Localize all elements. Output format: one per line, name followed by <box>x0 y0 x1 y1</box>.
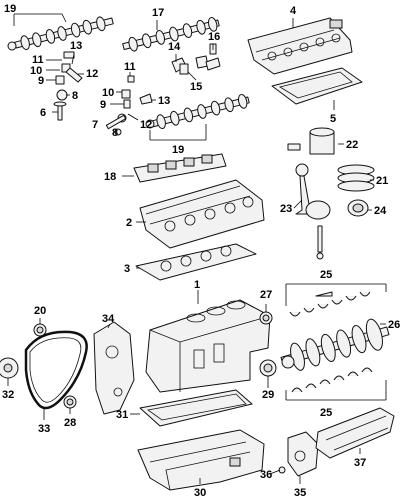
callout-22: 22 <box>346 139 358 151</box>
callout-19-lower: 19 <box>172 144 184 156</box>
callout-36: 36 <box>260 469 272 481</box>
callout-9-left: 9 <box>38 75 44 87</box>
callout-26: 26 <box>388 319 400 331</box>
timing-cover <box>93 321 135 415</box>
callout-37: 37 <box>354 457 366 469</box>
callout-10-left: 10 <box>30 65 42 77</box>
callout-15: 15 <box>190 81 202 93</box>
camshaft-intake-lower <box>145 93 250 130</box>
callout-25-lower: 25 <box>320 407 332 419</box>
callout-3: 3 <box>124 263 130 275</box>
crankshaft <box>280 318 390 371</box>
main-bearings-lower <box>291 367 373 393</box>
rod-bearing <box>347 199 369 217</box>
callout-4: 4 <box>290 5 297 17</box>
oil-pan-baffle <box>315 407 395 459</box>
callout-13-left: 13 <box>70 40 82 52</box>
callout-20: 20 <box>34 305 46 317</box>
callout-33: 33 <box>38 423 50 435</box>
piston <box>287 127 335 155</box>
camshaft-bearing-caps <box>133 153 227 183</box>
camshaft-exhaust <box>7 16 114 51</box>
callout-16: 16 <box>208 31 220 43</box>
callout-31: 31 <box>116 409 128 421</box>
valvetrain-small-parts-right <box>105 75 153 136</box>
callout-30: 30 <box>194 487 206 499</box>
engine-block <box>145 299 271 393</box>
callout-6: 6 <box>40 107 46 119</box>
callout-17: 17 <box>152 7 164 19</box>
head-gasket <box>135 243 257 281</box>
oil-pan <box>137 429 265 491</box>
callout-32: 32 <box>2 389 14 401</box>
callout-27: 27 <box>260 289 272 301</box>
oil-pump <box>278 431 319 477</box>
callout-14: 14 <box>168 41 181 53</box>
camshaft-intake-upper <box>122 16 220 52</box>
callout-8-right: 8 <box>112 127 118 139</box>
timing-cover-seal <box>63 395 77 409</box>
crank-sprocket <box>0 357 19 379</box>
callout-10-right: 10 <box>102 87 114 99</box>
harmonic-balancer <box>259 359 277 377</box>
callout-11-right: 11 <box>124 61 136 73</box>
callout-5: 5 <box>330 113 336 125</box>
callout-9-right: 9 <box>100 99 106 111</box>
connecting-rod <box>295 163 331 260</box>
callout-2: 2 <box>126 217 132 229</box>
callout-8-left: 8 <box>72 90 78 102</box>
valve-cover <box>247 17 353 75</box>
callout-11-left: 11 <box>32 54 44 66</box>
callout-29: 29 <box>262 389 274 401</box>
callout-12-right: 12 <box>140 119 152 131</box>
callout-7: 7 <box>92 119 98 131</box>
valvetrain-small-parts-left <box>53 51 83 121</box>
callout-12-left: 12 <box>86 68 98 80</box>
oil-pan-gasket <box>139 389 253 427</box>
callout-24: 24 <box>374 205 387 217</box>
callout-28: 28 <box>64 417 76 429</box>
callout-35: 35 <box>294 487 306 499</box>
callout-23: 23 <box>280 203 292 215</box>
timing-chain <box>24 330 88 410</box>
piston-rings <box>337 164 375 192</box>
callout-34: 34 <box>102 313 115 325</box>
callout-1: 1 <box>194 279 200 291</box>
valve-cover-gasket <box>271 67 363 105</box>
rear-main-seal <box>259 311 273 325</box>
main-bearings-upper <box>289 291 371 317</box>
callout-13-right: 13 <box>158 95 170 107</box>
cylinder-head <box>139 179 265 249</box>
callout-19-upper: 19 <box>4 3 16 15</box>
callout-25-upper: 25 <box>320 269 332 281</box>
callout-21: 21 <box>376 175 388 187</box>
callout-18: 18 <box>104 171 116 183</box>
